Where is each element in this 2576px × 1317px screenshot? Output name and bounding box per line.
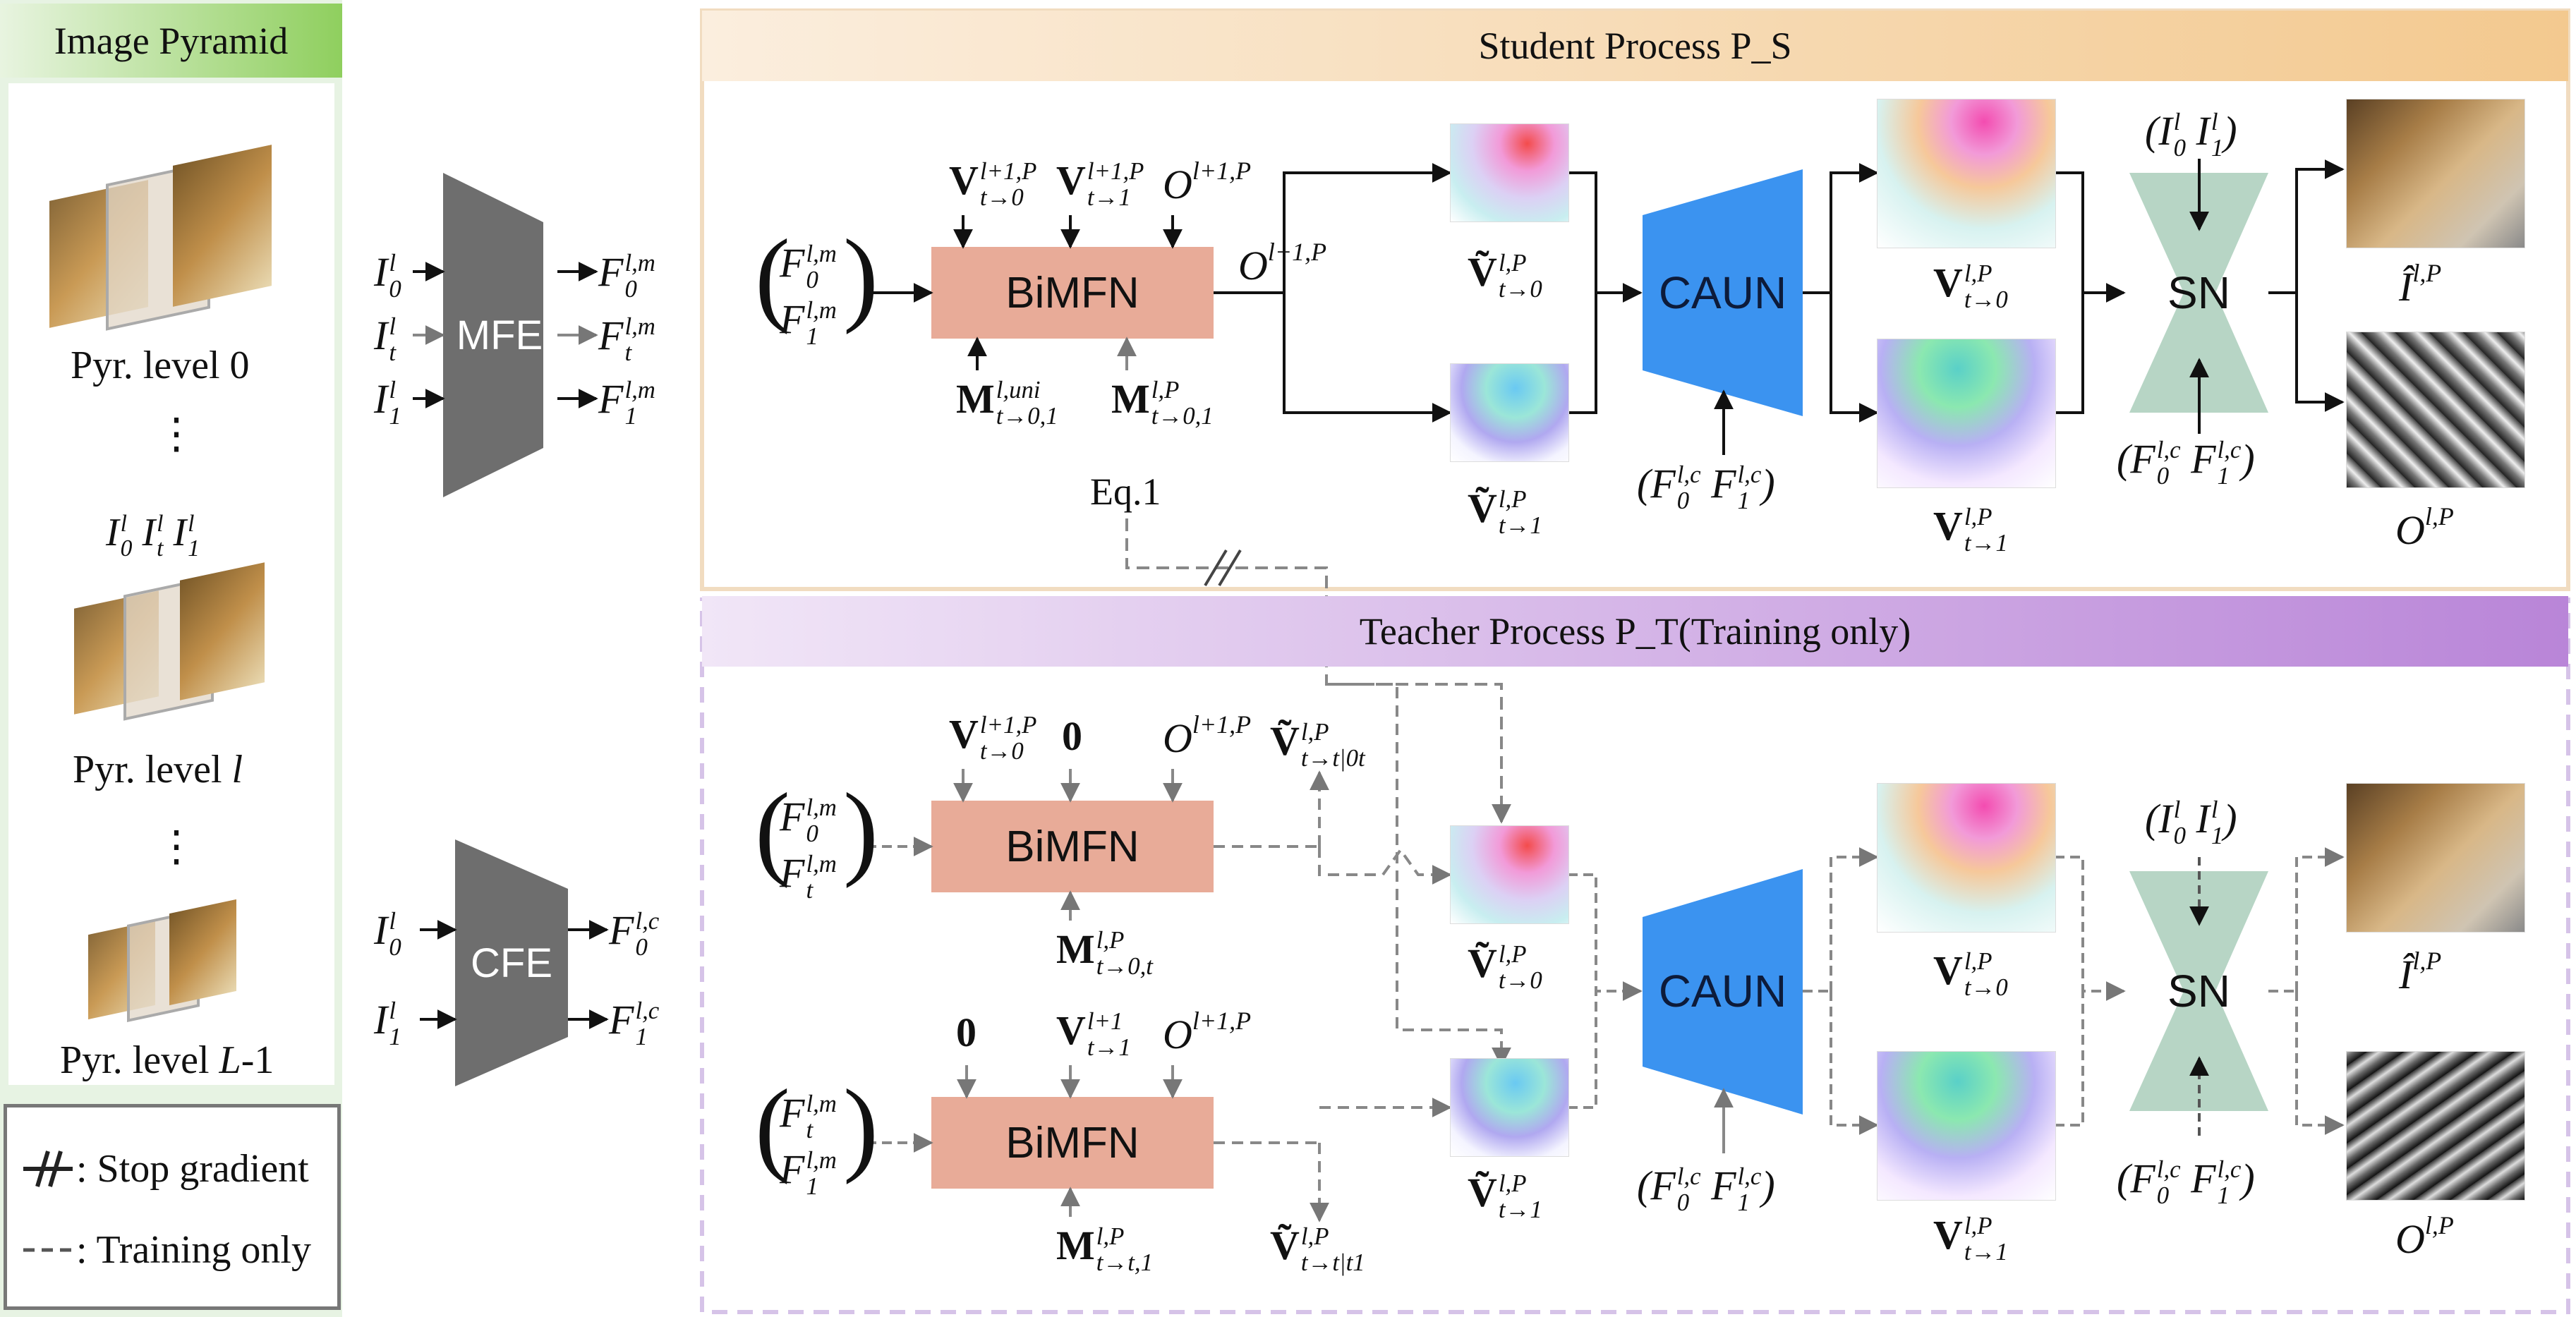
student-sn-label: SN [2167,267,2230,318]
student-caun-label: CAUN [1658,267,1787,318]
student-ihat-label: Îl,P [2399,259,2442,310]
legend-stop-gradient: : Stop gradient [20,1146,309,1191]
student-flow-tilde-v1-thumb [1450,363,1569,462]
teacher-top-zero: 0 [1062,713,1082,759]
student-process-title: Student Process P_S [702,11,2568,81]
student-o-output: Ol+1,P [1238,238,1327,289]
legend-box: : Stop gradient : Training only [4,1104,341,1310]
student-bimfn-box [931,247,1214,339]
teacher-flow-tilde-v0-thumb [1450,825,1569,924]
teacher-bimfn-bottom-label: BiMFN [1005,1118,1139,1167]
teacher-process-title: Teacher Process P_T(Training only) [702,596,2568,667]
cfe-label: CFE [471,940,552,986]
teacher-o-label: Ol,P [2395,1211,2454,1262]
student-o-label: Ol,P [2395,502,2454,553]
pyr-dots-2: ⋮ [155,823,198,870]
student-output-frame-thumb [2346,99,2525,248]
teacher-sn-shape [2129,871,2268,1111]
stop-gradient-text: : Stop gradient [76,1147,309,1191]
student-occlusion-thumb [2346,332,2525,488]
teacher-sn-label: SN [2167,966,2230,1016]
student-flow-v0-thumb [1877,99,2056,248]
teacher-bimfn-bottom-box [931,1097,1214,1189]
teacher-bottom-o-input: Ol+1,P [1163,1007,1252,1057]
teacher-flow-v1-thumb [1877,1051,2056,1201]
eq1-label: Eq.1 [1090,471,1161,513]
teacher-occlusion-thumb [2346,1051,2525,1201]
teacher-flow-v0-thumb [1877,783,2056,933]
teacher-bottom-zero: 0 [956,1009,976,1055]
mfe-encoder-shape [443,173,543,497]
teacher-bimfn-top-label: BiMFN [1005,822,1139,871]
pyr-levell-label: Pyr. level l [73,748,243,791]
stop-gradient-icon [23,1151,73,1187]
training-only-text: : Training only [76,1228,311,1272]
pyr-levelL-label: Pyr. level L-1 [60,1038,274,1082]
cfe-encoder-shape [455,839,568,1086]
legend-training-only: : Training only [20,1227,311,1273]
student-o-input: Ol+1,P [1163,157,1252,207]
teacher-caun-shape [1643,869,1803,1115]
student-bimfn-label: BiMFN [1005,268,1139,317]
image-pyramid-title: Image Pyramid [0,4,342,78]
teacher-flow-tilde-v1-thumb [1450,1058,1569,1157]
student-flow-tilde-v0-thumb [1450,123,1569,222]
teacher-top-o-input: Ol+1,P [1163,710,1252,761]
teacher-panel-border [700,597,2570,1314]
pyr-dots-1: ⋮ [155,411,198,457]
student-flow-v1-thumb [1877,339,2056,488]
teacher-caun-label: CAUN [1658,966,1787,1016]
teacher-bimfn-top-box [931,801,1214,892]
student-sn-shape [2129,173,2268,413]
mfe-label: MFE [456,312,543,358]
dashed-line-icon [23,1248,73,1252]
student-caun-shape [1643,169,1803,416]
teacher-output-frame-thumb [2346,783,2525,933]
pyr-level0-label: Pyr. level 0 [71,344,250,387]
teacher-ihat-label: Îl,P [2399,947,2442,997]
